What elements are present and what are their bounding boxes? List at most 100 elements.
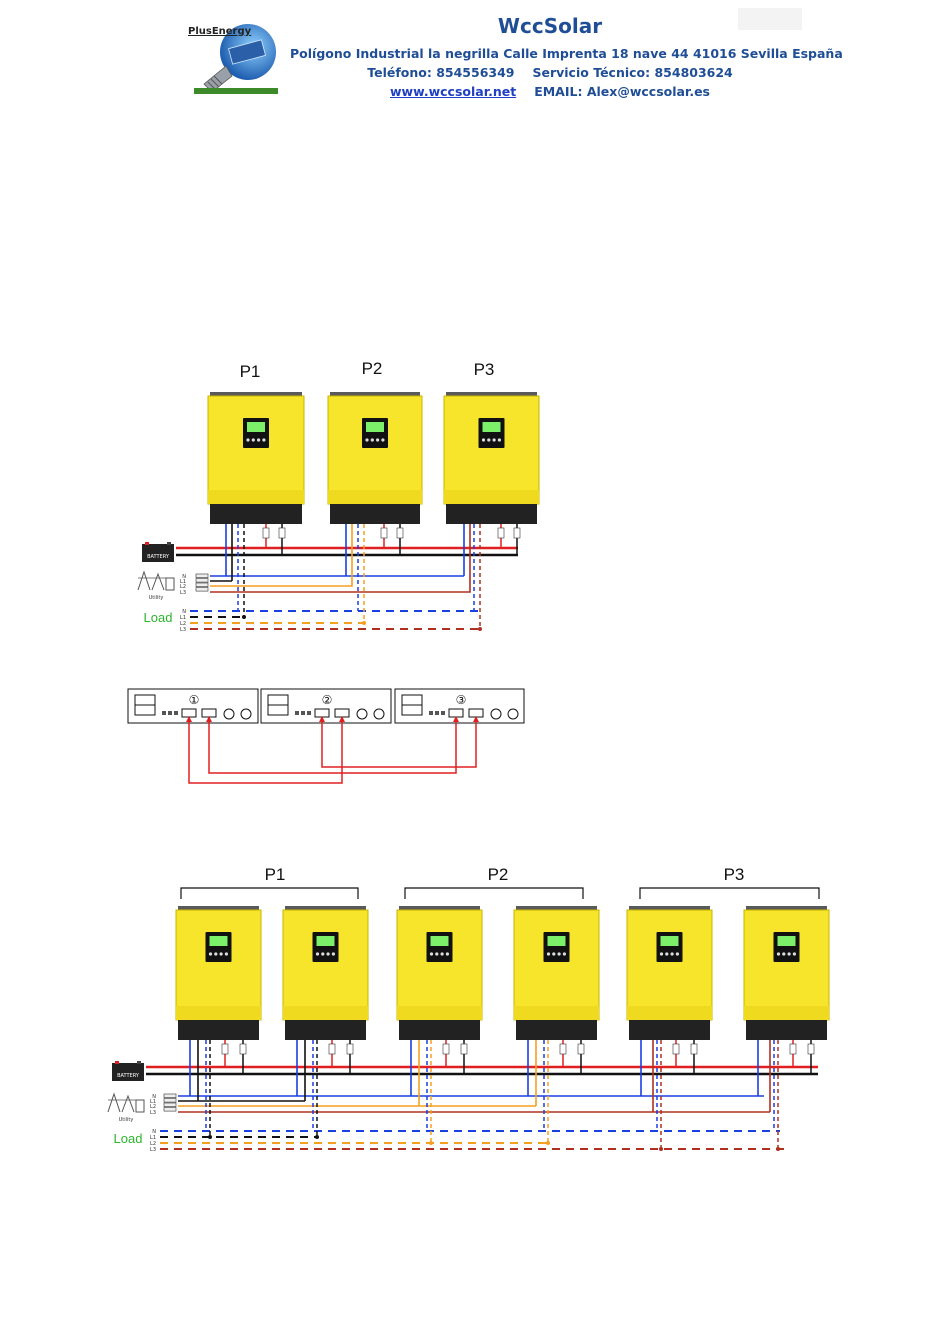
utility-line-letter: L3	[180, 590, 186, 596]
parallel-port	[182, 709, 196, 717]
panel-led	[307, 711, 311, 715]
load-label: Load	[144, 610, 173, 625]
lcd-button-icon	[214, 952, 217, 955]
phase-label-p3: P3	[474, 360, 495, 379]
inverter-body	[397, 910, 482, 1020]
inverter-bottom-terminal	[446, 504, 537, 524]
battery-neg-terminal	[167, 542, 171, 545]
fuse-icon	[263, 528, 269, 538]
panel-led	[435, 711, 439, 715]
inverter-body	[444, 396, 539, 504]
lcd-button-icon	[376, 438, 379, 441]
inverter-unit	[444, 392, 539, 524]
tower-frame	[108, 1094, 120, 1112]
phase-label-p3-group: P3	[724, 865, 745, 884]
lcd-button-icon	[660, 952, 663, 955]
inverter-base-trim	[283, 1006, 368, 1020]
lcd-button-icon	[321, 952, 324, 955]
inverter-bottom-terminal	[746, 1020, 827, 1040]
fuse-icon	[279, 528, 285, 538]
parallel-cable	[322, 717, 476, 767]
lcd-button-icon	[665, 952, 668, 955]
breaker-icon	[164, 1099, 176, 1103]
inverter-body	[627, 910, 712, 1020]
lcd-button-icon	[498, 438, 501, 441]
fuse-icon	[560, 1044, 566, 1054]
load-line-letter: L3	[150, 1147, 156, 1153]
fuse-icon	[443, 1044, 449, 1054]
lcd-button-icon	[671, 952, 674, 955]
house-frame	[136, 1100, 144, 1112]
lcd-screen-icon	[778, 936, 796, 946]
breaker-icon	[196, 574, 208, 578]
inverter-unit	[283, 906, 368, 1040]
inverter-unit	[208, 392, 304, 524]
lcd-button-icon	[552, 952, 555, 955]
junction-dot	[362, 621, 366, 625]
battery-pos-terminal	[115, 1061, 119, 1064]
unit-number-2: ②	[322, 693, 333, 707]
battery-icon: BATTERY	[142, 542, 174, 562]
fuse-icon	[673, 1044, 679, 1054]
inverter-unit	[397, 906, 482, 1040]
lcd-screen-icon	[317, 936, 335, 946]
inverter-unit	[514, 906, 599, 1040]
parallel-port	[449, 709, 463, 717]
lcd-button-icon	[482, 438, 485, 441]
lcd-button-icon	[316, 952, 319, 955]
lcd-screen-icon	[247, 422, 265, 432]
inverter-bottom-terminal	[178, 1020, 259, 1040]
fuse-icon	[381, 528, 387, 538]
lcd-button-icon	[332, 952, 335, 955]
fuse-icon	[347, 1044, 353, 1054]
inverter-base-trim	[514, 1006, 599, 1020]
panel-led	[168, 711, 172, 715]
load-line-letter: L3	[180, 627, 186, 633]
battery-label: BATTERY	[147, 554, 170, 560]
lcd-button-icon	[257, 438, 260, 441]
battery-icon: BATTERY	[112, 1061, 144, 1081]
lcd-button-icon	[246, 438, 249, 441]
panel-led	[174, 711, 178, 715]
inverter-bottom-terminal	[285, 1020, 366, 1040]
inverter-unit	[744, 906, 829, 1040]
lcd-button-icon	[381, 438, 384, 441]
lcd-button-icon	[327, 952, 330, 955]
breaker-icon	[164, 1103, 176, 1107]
lcd-button-icon	[793, 952, 796, 955]
lcd-button-icon	[435, 952, 438, 955]
junction-dot	[546, 1141, 550, 1145]
fuse-icon	[808, 1044, 814, 1054]
inverter-bottom-terminal	[399, 1020, 480, 1040]
lcd-button-icon	[220, 952, 223, 955]
phase-label-p2-group: P2	[488, 865, 509, 884]
junction-dot	[478, 627, 482, 631]
lcd-button-icon	[676, 952, 679, 955]
lcd-screen-icon	[548, 936, 566, 946]
phase-label-p2: P2	[362, 359, 383, 378]
inverter-base-trim	[627, 1006, 712, 1020]
fuse-icon	[329, 1044, 335, 1054]
lcd-button-icon	[487, 438, 490, 441]
lcd-button-icon	[558, 952, 561, 955]
house-frame	[166, 578, 174, 590]
phase-bracket	[181, 888, 358, 899]
fuse-icon	[461, 1044, 467, 1054]
phase-label-p1: P1	[240, 362, 261, 381]
lcd-screen-icon	[210, 936, 228, 946]
lcd-button-icon	[371, 438, 374, 441]
inverter-base-trim	[397, 1006, 482, 1020]
inverter-base-trim	[744, 1006, 829, 1020]
inverter-base-trim	[208, 490, 304, 504]
utility-l3-line	[210, 524, 470, 592]
lcd-screen-icon	[431, 936, 449, 946]
lcd-screen-icon	[483, 422, 501, 432]
inverter-base-trim	[328, 490, 422, 504]
phase-label-p1-group: P1	[265, 865, 286, 884]
inverter-body	[208, 396, 304, 504]
inverter-bottom-terminal	[210, 504, 302, 524]
fuse-icon	[222, 1044, 228, 1054]
fuse-icon	[790, 1044, 796, 1054]
fuse-icon	[514, 528, 520, 538]
